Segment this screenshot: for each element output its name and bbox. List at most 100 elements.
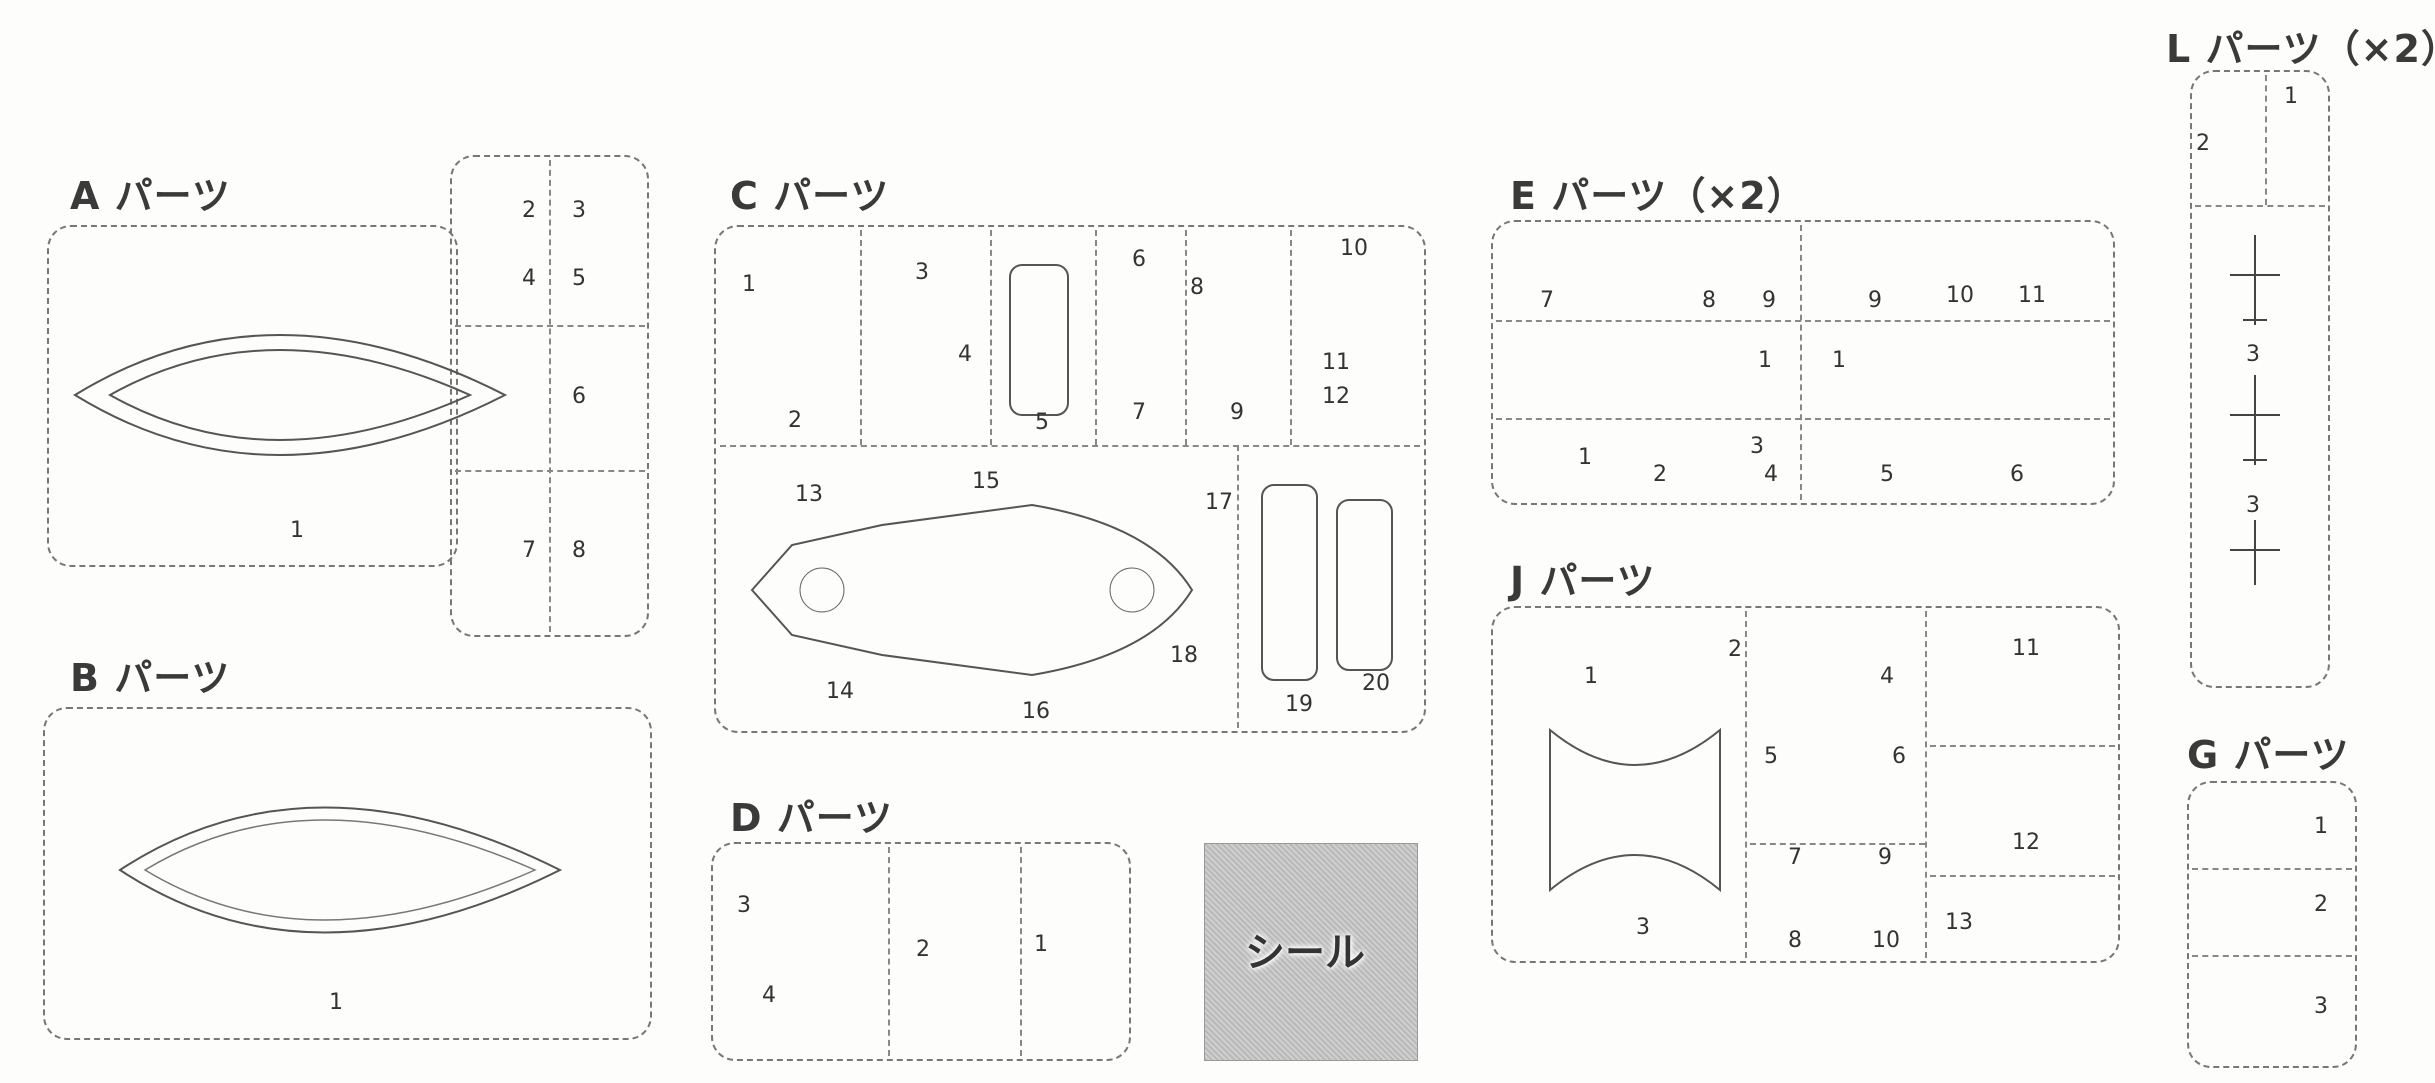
part-number-l: 1 xyxy=(2284,84,2298,109)
part-number-j: 5 xyxy=(1764,744,1778,769)
part-number-e: 1 xyxy=(1832,348,1846,373)
sprue-j-title: J パーツ xyxy=(1510,559,1656,603)
part-number-a: 5 xyxy=(572,266,586,291)
part-number-j: 10 xyxy=(1872,928,1900,953)
divider xyxy=(455,325,645,327)
part-number-j: 8 xyxy=(1788,928,1802,953)
sprue-g-frame xyxy=(2187,781,2357,1068)
sprue-d-title: D パーツ xyxy=(730,796,894,840)
decal-sheet: シール xyxy=(1204,843,1418,1061)
part-number-j: 13 xyxy=(1945,910,1973,935)
part-number-c: 17 xyxy=(1205,490,1233,515)
part-number-l: 3 xyxy=(2246,342,2260,367)
part-number-d: 3 xyxy=(737,893,751,918)
sprue-j-frame xyxy=(1491,606,2120,963)
part-number-e: 9 xyxy=(1868,288,1882,313)
divider xyxy=(1290,230,1292,445)
part-number-e: 9 xyxy=(1762,288,1776,313)
part-number-a: 6 xyxy=(572,384,586,409)
frame-j3-drawing xyxy=(1549,727,1721,893)
part-number-e: 7 xyxy=(1540,288,1554,313)
bulkhead-parts-drawing xyxy=(1261,484,1393,681)
divider xyxy=(1496,418,2110,420)
part-number-b: 1 xyxy=(329,990,343,1015)
sprue-a-frame xyxy=(47,225,458,567)
divider xyxy=(860,230,862,445)
sprue-l-frame xyxy=(2190,70,2330,688)
part-number-c: 16 xyxy=(1022,699,1050,724)
sprue-b-frame xyxy=(43,707,652,1040)
divider xyxy=(1185,230,1187,445)
part-number-a: 1 xyxy=(290,518,304,543)
part-number-g: 3 xyxy=(2314,994,2328,1019)
part-number-a: 4 xyxy=(522,266,536,291)
part-number-j: 4 xyxy=(1880,664,1894,689)
part-number-d: 1 xyxy=(1034,932,1048,957)
aircraft-drawings xyxy=(2230,235,2280,585)
sprue-a-runner xyxy=(450,155,649,637)
divider xyxy=(990,230,992,445)
part-number-c: 13 xyxy=(795,482,823,507)
divider xyxy=(2192,955,2352,957)
part-number-j: 11 xyxy=(2012,636,2040,661)
sprue-c-frame xyxy=(714,225,1426,733)
part-number-a: 8 xyxy=(572,538,586,563)
part-number-c: 14 xyxy=(826,679,854,704)
divider xyxy=(549,160,551,632)
divider xyxy=(1020,847,1022,1056)
part-number-e: 3 xyxy=(1750,434,1764,459)
part-number-j: 6 xyxy=(1892,744,1906,769)
sprue-e-title: E パーツ（×2） xyxy=(1510,174,1806,218)
part-number-c: 11 xyxy=(1322,350,1350,375)
part-number-c: 18 xyxy=(1170,643,1198,668)
divider xyxy=(720,445,1420,447)
divider xyxy=(2195,205,2325,207)
part-number-c: 15 xyxy=(972,469,1000,494)
part-number-g: 1 xyxy=(2314,814,2328,839)
part-number-c: 19 xyxy=(1285,692,1313,717)
part-number-c: 9 xyxy=(1230,400,1244,425)
divider xyxy=(2192,868,2352,870)
divider xyxy=(1930,875,2115,877)
sprue-c-title: C パーツ xyxy=(730,174,890,218)
part-number-a: 2 xyxy=(522,198,536,223)
part-number-e: 10 xyxy=(1946,283,1974,308)
part-number-j: 3 xyxy=(1636,915,1650,940)
bulkhead-c5-drawing xyxy=(1009,264,1069,416)
part-number-e: 4 xyxy=(1764,462,1778,487)
sprue-d-frame xyxy=(711,842,1131,1061)
part-number-e: 11 xyxy=(2018,283,2046,308)
divider xyxy=(1095,230,1097,445)
part-number-a: 3 xyxy=(572,198,586,223)
part-number-c: 20 xyxy=(1362,671,1390,696)
divider xyxy=(888,847,890,1056)
part-number-c: 7 xyxy=(1132,400,1146,425)
divider xyxy=(1750,843,1925,845)
divider xyxy=(1925,611,1927,958)
part-number-c: 5 xyxy=(1035,410,1049,435)
sprue-g-title: G パーツ xyxy=(2187,733,2350,777)
part-number-j: 12 xyxy=(2012,830,2040,855)
part-number-g: 2 xyxy=(2314,892,2328,917)
divider xyxy=(1496,320,2110,322)
part-number-j: 7 xyxy=(1788,845,1802,870)
part-number-e: 8 xyxy=(1702,288,1716,313)
part-number-j: 9 xyxy=(1878,845,1892,870)
sprue-e-frame xyxy=(1491,220,2115,505)
part-number-c: 3 xyxy=(915,260,929,285)
part-number-c: 8 xyxy=(1190,275,1204,300)
hull-upper-part-drawing xyxy=(73,334,508,456)
part-number-e: 6 xyxy=(2010,462,2024,487)
part-number-d: 2 xyxy=(916,937,930,962)
part-number-l: 2 xyxy=(2196,131,2210,156)
hull-lower-part-drawing xyxy=(118,806,563,934)
part-number-l: 3 xyxy=(2246,493,2260,518)
part-number-e: 2 xyxy=(1653,462,1667,487)
part-number-e: 5 xyxy=(1880,462,1894,487)
part-number-j: 1 xyxy=(1584,664,1598,689)
part-number-j: 2 xyxy=(1728,637,1742,662)
part-number-c: 10 xyxy=(1340,236,1368,261)
decal-sheet-label: シール xyxy=(1245,930,1365,976)
sprue-a-title: A パーツ xyxy=(70,174,231,218)
